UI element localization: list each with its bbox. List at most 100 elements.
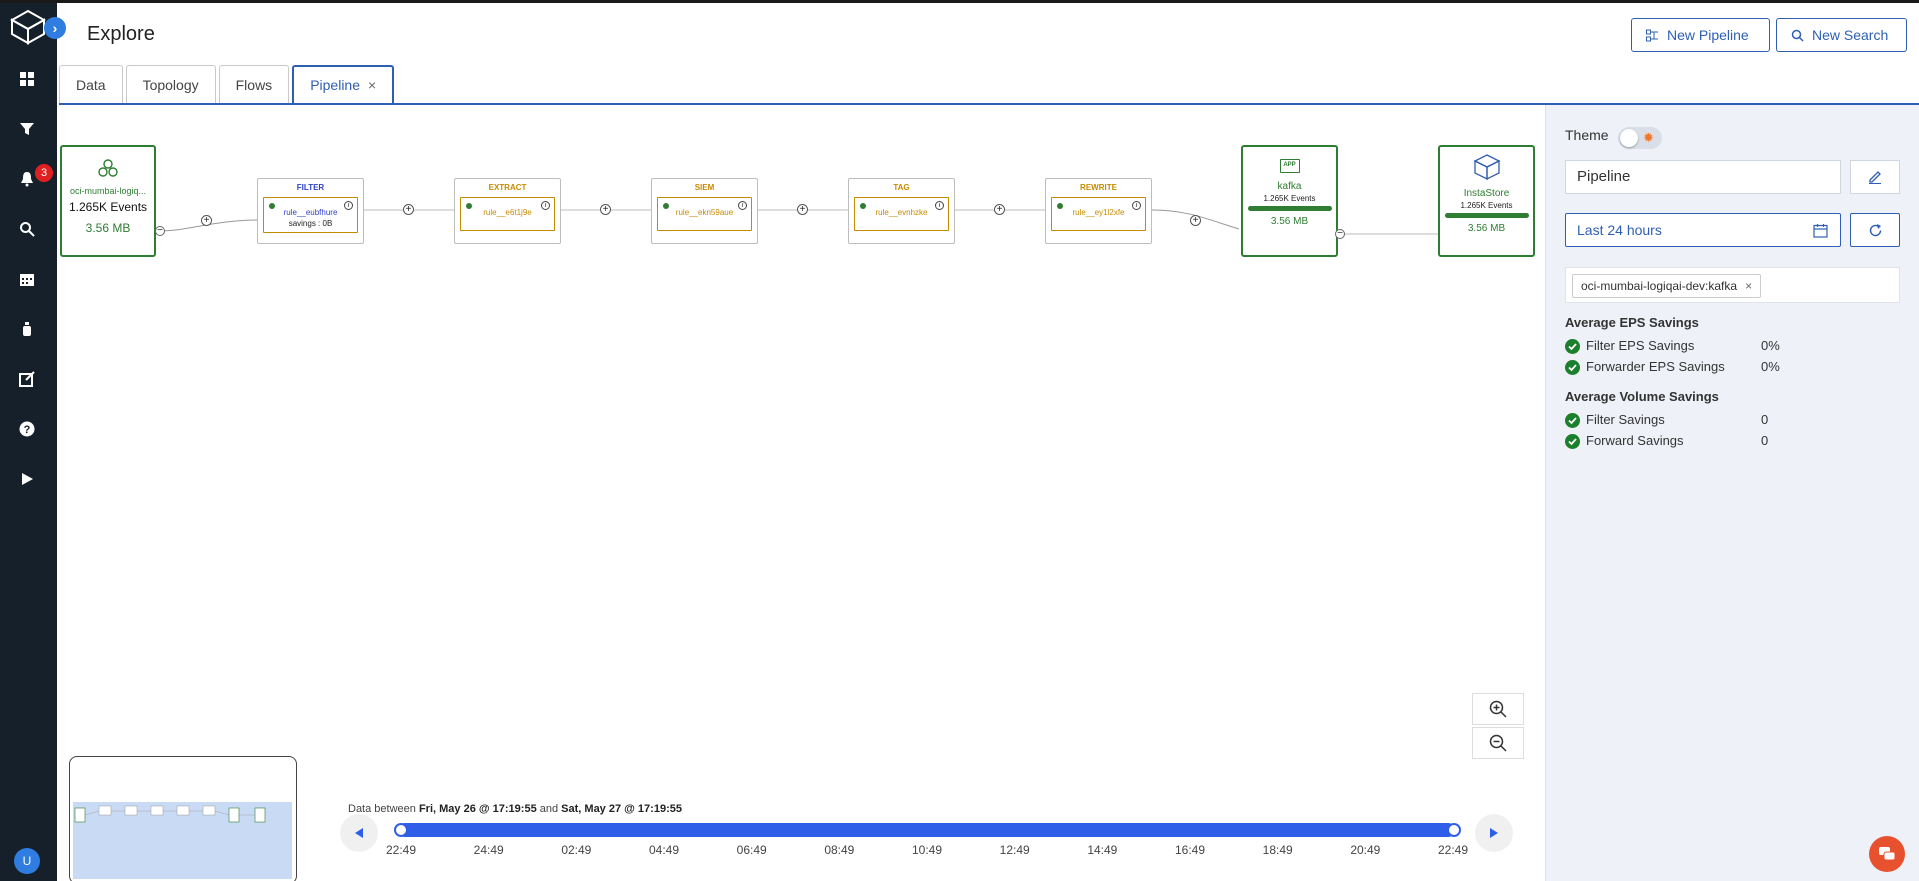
logo-cube-icon[interactable]	[10, 9, 46, 45]
info-icon[interactable]: i	[738, 201, 747, 210]
destination-instastore-node[interactable]: InstaStore 1.265K Events 3.56 MB	[1438, 145, 1535, 257]
range-slider-track[interactable]	[398, 823, 1455, 837]
source-node[interactable]: oci-mumbai-logiq... 1.265K Events 3.56 M…	[60, 145, 156, 257]
status-dot	[1057, 203, 1063, 209]
source-events: 1.265K Events	[68, 200, 148, 214]
close-icon[interactable]: ×	[368, 77, 377, 93]
stage-tag-node[interactable]: TAG i rule__evnhzke	[848, 178, 955, 244]
source-size: 3.56 MB	[85, 221, 131, 235]
new-search-button[interactable]: New Search	[1776, 18, 1907, 52]
source-chip: oci-mumbai-logiqai-dev:kafka ×	[1572, 274, 1762, 298]
info-icon[interactable]: i	[1132, 201, 1141, 210]
tab-topology[interactable]: Topology	[125, 65, 216, 104]
add-stage-button[interactable]: +	[1190, 215, 1201, 226]
add-stage-button[interactable]: +	[994, 204, 1005, 215]
stat-label: Forwarder EPS Savings	[1586, 359, 1725, 374]
pipeline-canvas[interactable]: oci-mumbai-logiq... 1.265K Events 3.56 M…	[59, 105, 1544, 881]
source-filter-box[interactable]: oci-mumbai-logiqai-dev:kafka ×	[1565, 267, 1900, 303]
range-tick-label: 20:49	[1350, 843, 1381, 857]
search-icon[interactable]	[16, 218, 38, 240]
instastore-cube-icon	[1473, 154, 1500, 181]
range-tick-label: 06:49	[736, 843, 767, 857]
page-title: Explore	[87, 23, 155, 45]
destination-kafka-node[interactable]: APP kafka 1.265K Events 3.56 MB	[1241, 145, 1338, 257]
range-tick-label: 04:49	[648, 843, 680, 857]
range-prev-button[interactable]	[340, 814, 378, 852]
stage-rewrite-node[interactable]: REWRITE i rule__ey1l2xfe	[1045, 178, 1152, 244]
tab-data[interactable]: Data	[59, 65, 123, 104]
add-stage-button[interactable]: +	[201, 215, 212, 226]
help-icon[interactable]: ?	[16, 418, 38, 440]
add-stage-button[interactable]: +	[600, 204, 611, 215]
dashboard-icon[interactable]	[16, 68, 38, 90]
bell-icon[interactable]	[16, 168, 38, 190]
close-icon[interactable]: ×	[1745, 279, 1753, 293]
stat-value: 0	[1761, 433, 1769, 448]
stat-row: Filter Savings 0	[1565, 412, 1905, 430]
app-icon: APP	[1279, 159, 1300, 173]
rule-box[interactable]: i rule__evnhzke	[854, 197, 949, 231]
info-icon[interactable]: i	[541, 201, 550, 210]
zoom-out-icon	[1489, 734, 1507, 752]
tab-pipeline[interactable]: Pipeline ×	[292, 65, 395, 105]
status-dot	[860, 203, 866, 209]
info-icon[interactable]: i	[935, 201, 944, 210]
new-pipeline-button[interactable]: New Pipeline	[1631, 18, 1770, 52]
stage-rewrite-title: REWRITE	[1080, 183, 1117, 192]
status-dot	[466, 203, 472, 209]
status-dot	[269, 203, 275, 209]
stage-filter-node[interactable]: FILTER i rule__eubfhure savings : 0B	[257, 178, 364, 244]
minimap[interactable]	[69, 756, 297, 881]
range-start-handle[interactable]	[394, 823, 408, 837]
stage-tag-title: TAG	[893, 183, 910, 192]
collapse-handle[interactable]: −	[155, 226, 165, 236]
check-icon	[1565, 339, 1580, 354]
left-nav-rail: › 3 ? U	[0, 3, 66, 881]
rule-name: rule__e6t1j9e	[483, 208, 532, 217]
info-icon[interactable]: i	[344, 201, 353, 210]
rule-box[interactable]: i rule__ekn59aue	[657, 197, 752, 231]
range-end-handle[interactable]	[1447, 823, 1461, 837]
edit-square-icon[interactable]	[16, 368, 38, 390]
stage-extract-node[interactable]: EXTRACT i rule__e6t1j9e	[454, 178, 561, 244]
check-icon	[1565, 360, 1580, 375]
play-icon[interactable]	[16, 468, 38, 490]
volume-savings-title: Average Volume Savings	[1565, 389, 1719, 404]
minimap-viewport[interactable]	[73, 802, 292, 879]
range-tick-label: 10:49	[911, 843, 943, 857]
tab-flows[interactable]: Flows	[218, 65, 290, 104]
chevron-right-icon[interactable]: ›	[44, 17, 66, 39]
filter-icon[interactable]	[16, 118, 38, 140]
chat-button[interactable]	[1869, 836, 1905, 872]
range-from: Fri, May 26 @ 17:19:55	[418, 803, 537, 815]
rule-box[interactable]: i rule__e6t1j9e	[460, 197, 555, 231]
stage-siem-node[interactable]: SIEM i rule__ekn59aue	[651, 178, 758, 244]
bottle-icon[interactable]	[16, 318, 38, 340]
time-range-select[interactable]: Last 24 hours	[1565, 213, 1841, 247]
refresh-button[interactable]	[1850, 213, 1900, 247]
pipeline-icon	[1646, 29, 1658, 41]
range-tick-label: 24:49	[473, 843, 504, 857]
destination-volume-bar	[1444, 213, 1529, 218]
tab-pipeline-label: Pipeline	[310, 77, 361, 93]
avatar[interactable]: U	[14, 848, 40, 874]
collapse-handle[interactable]: −	[1335, 229, 1345, 239]
rule-box[interactable]: i rule__ey1l2xfe	[1051, 197, 1146, 231]
edit-pipeline-button[interactable]	[1850, 160, 1900, 194]
range-connector: and	[539, 803, 559, 815]
calendar-icon[interactable]	[16, 268, 38, 290]
add-stage-button[interactable]: +	[797, 204, 808, 215]
caret-right-icon	[1490, 828, 1498, 838]
cluster-icon	[98, 159, 118, 177]
rule-box[interactable]: i rule__eubfhure savings : 0B	[263, 197, 358, 233]
stage-siem-title: SIEM	[694, 183, 715, 192]
pipeline-details-panel: Theme ✹ Pipeline Last 24 hours oci-mumba…	[1545, 105, 1919, 881]
theme-toggle[interactable]: ✹	[1618, 127, 1662, 149]
range-next-button[interactable]	[1475, 814, 1513, 852]
zoom-out-button[interactable]	[1472, 727, 1524, 759]
destination-volume-bar	[1247, 206, 1332, 211]
stat-row: Forwarder EPS Savings 0%	[1565, 359, 1905, 377]
add-stage-button[interactable]: +	[403, 204, 414, 215]
zoom-in-button[interactable]	[1472, 693, 1524, 725]
pipeline-name-field[interactable]: Pipeline	[1565, 160, 1841, 194]
